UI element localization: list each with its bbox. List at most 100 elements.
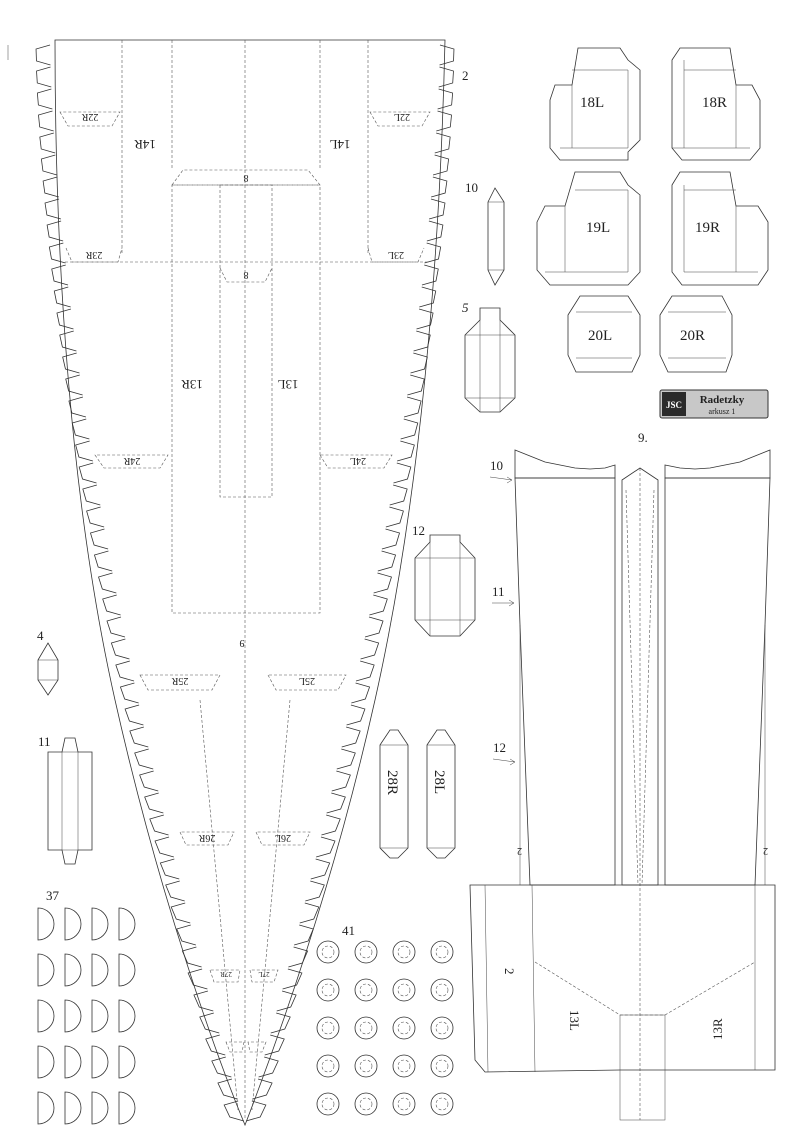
hull-tab	[89, 528, 109, 550]
hull-tab	[44, 198, 62, 220]
hull-tab	[438, 66, 454, 88]
disc-outer	[430, 1016, 454, 1040]
hull-tab	[258, 1056, 279, 1078]
hull-tab	[187, 968, 208, 990]
part-10-label: 10	[465, 180, 478, 195]
label-14R: 14R	[134, 137, 156, 152]
hull-tab	[217, 1078, 238, 1100]
half-disc	[37, 999, 55, 1033]
arrow-11-label: 11	[492, 584, 505, 599]
hull-tab	[51, 264, 69, 286]
hull-tab	[369, 594, 388, 616]
label-22L: 22L	[394, 111, 410, 122]
sheet-logo: JSC Radetzky arkusz 1	[659, 389, 769, 419]
disc-inner	[359, 1059, 373, 1073]
hull-tab	[355, 660, 375, 682]
hull-tab	[336, 748, 356, 770]
hull-tab	[310, 858, 331, 880]
disc-outer	[316, 978, 340, 1002]
hull-tab	[246, 1100, 267, 1122]
disc-inner	[397, 945, 411, 959]
disc-outer	[354, 1016, 378, 1040]
hull-tab	[360, 638, 380, 660]
hull-tab	[154, 836, 174, 858]
hull-tab	[75, 440, 93, 462]
part-11-label: 11	[38, 734, 51, 749]
hull-deck-part	[35, 39, 455, 1127]
box-parts: 18L 18R 19L 19R 20L 20R	[536, 47, 769, 373]
hull-tab	[106, 616, 126, 638]
label-22R: 22R	[81, 111, 98, 122]
disc-inner	[397, 983, 411, 997]
hull-tab	[316, 836, 336, 858]
part-9-bottom-13R-label: 13R	[710, 1018, 725, 1040]
hull-tab	[389, 484, 408, 506]
part-4	[37, 642, 59, 696]
logo-brand: JSC	[666, 400, 682, 410]
part-10	[487, 187, 505, 286]
hull-tab	[40, 154, 58, 176]
hull-tab	[431, 176, 448, 198]
hull-tab	[42, 176, 59, 198]
hull-tab	[397, 440, 415, 462]
disc-inner	[321, 1021, 335, 1035]
label-20R: 20R	[680, 328, 705, 344]
hull-tab	[134, 748, 154, 770]
hull-tab	[181, 946, 202, 968]
disc-inner	[435, 983, 449, 997]
disc-outer	[316, 1054, 340, 1078]
hull-left-tabs	[35, 44, 244, 1122]
half-disc	[118, 1091, 136, 1125]
hull-tab	[36, 88, 53, 110]
hull-tab	[432, 154, 450, 176]
label-26L: 26L	[275, 832, 291, 843]
hull-tab	[385, 506, 404, 528]
disc-outer	[392, 1016, 416, 1040]
disc-inner	[321, 983, 335, 997]
hull-tab	[377, 550, 397, 572]
disc-inner	[397, 1021, 411, 1035]
part-37-pieces	[37, 907, 136, 1125]
part-9-bottom-13L-label: 13L	[567, 1010, 582, 1031]
arrow-12-label: 12	[493, 740, 506, 755]
hull-tab	[71, 418, 90, 440]
part-11	[47, 737, 93, 865]
disc-outer	[316, 1092, 340, 1116]
half-disc	[37, 953, 55, 987]
label-8-top: 8	[244, 172, 249, 183]
hull-tab	[288, 946, 309, 968]
disc-inner	[435, 1021, 449, 1035]
part-9-side-right-label: 2	[763, 845, 768, 856]
part-41-pieces	[316, 940, 454, 1116]
half-disc	[37, 907, 55, 941]
part-41-label: 41	[342, 923, 355, 938]
disc-outer	[430, 940, 454, 964]
label-13L: 13L	[277, 377, 298, 392]
hull-tab	[282, 968, 303, 990]
part-9-arrows: 10 11 12	[489, 458, 516, 766]
disc-outer	[430, 1054, 454, 1078]
half-disc	[64, 999, 82, 1033]
hull-tab	[170, 902, 191, 924]
label-23R: 23R	[85, 249, 102, 260]
hull-tab	[144, 792, 164, 814]
half-disc	[91, 1091, 109, 1125]
disc-inner	[359, 1021, 373, 1035]
label-27R: 27R	[220, 970, 232, 978]
label-25L: 25L	[299, 675, 315, 686]
hull-tab	[434, 132, 451, 154]
disc-inner	[359, 983, 373, 997]
hull-tab	[424, 242, 442, 264]
half-disc	[64, 953, 82, 987]
hull-tab	[124, 704, 144, 726]
disc-outer	[354, 1092, 378, 1116]
disc-inner	[435, 945, 449, 959]
part-12-label: 12	[412, 523, 425, 538]
hull-tab	[400, 418, 419, 440]
label-28R: 28R	[384, 770, 400, 795]
hull-tab	[53, 286, 71, 308]
label-25R: 25R	[171, 675, 188, 686]
part-37-label: 37	[46, 888, 60, 903]
hull-tab	[223, 1100, 244, 1122]
label-26R: 26R	[198, 832, 215, 843]
